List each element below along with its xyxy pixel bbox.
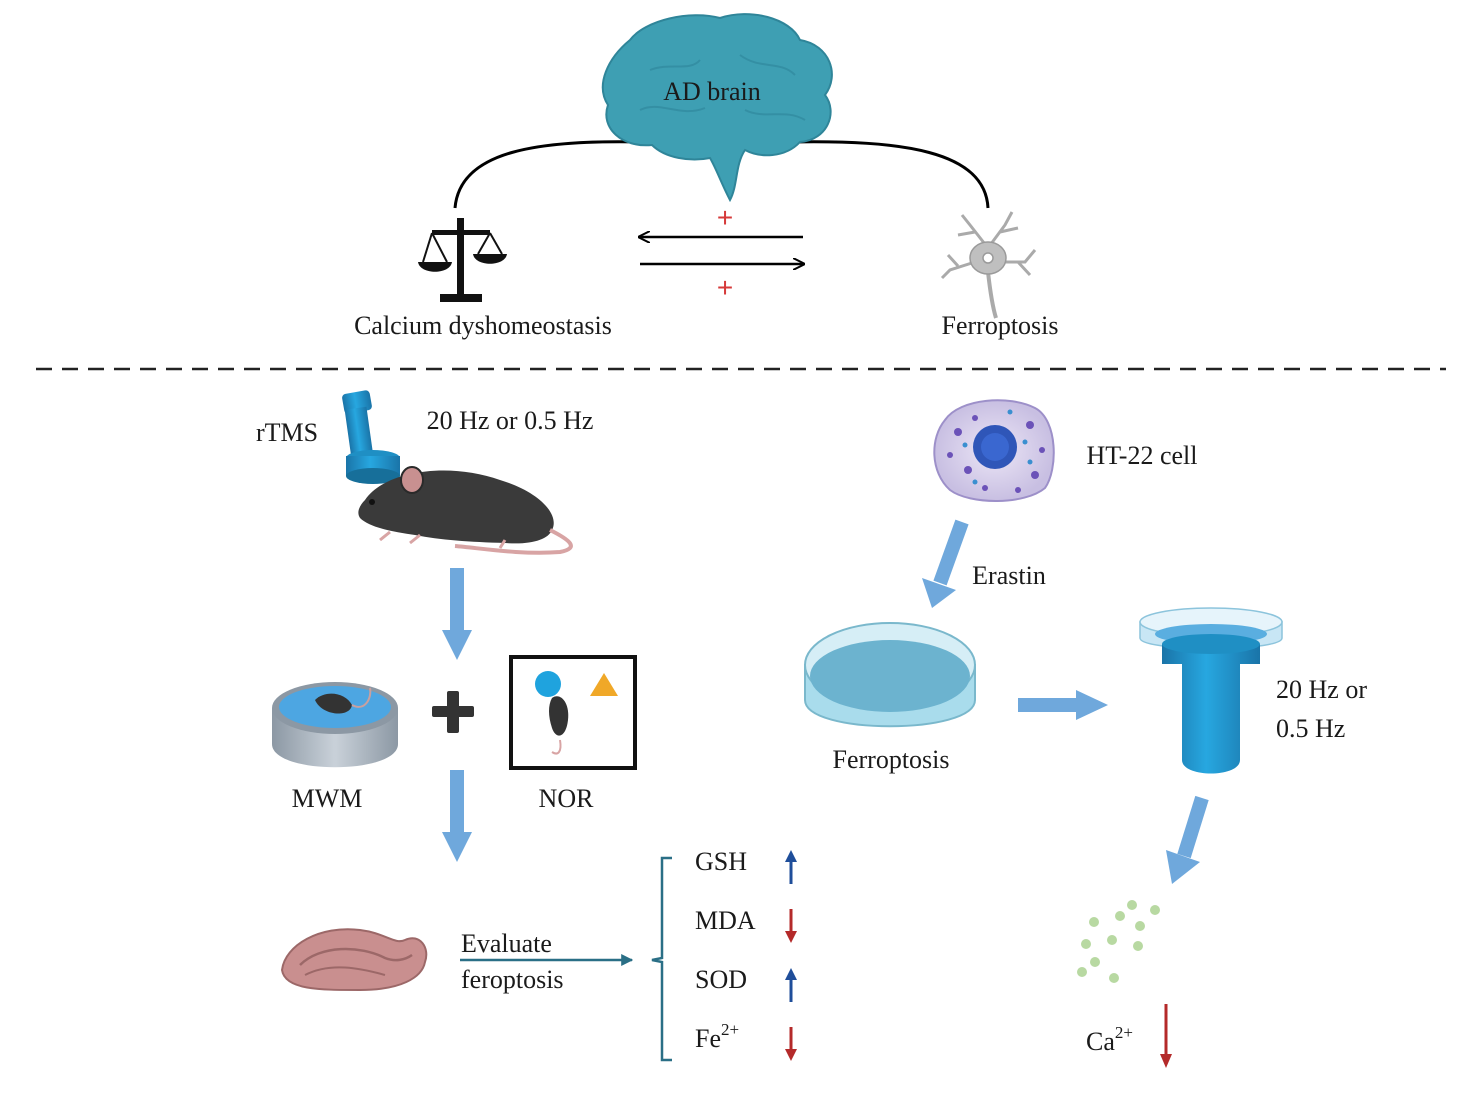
mwm-label: MWM xyxy=(292,784,363,813)
top-arc xyxy=(453,140,990,209)
petri-dish-icon xyxy=(804,622,976,728)
mouse-icon xyxy=(358,466,573,555)
flow-arrow-diagonal-2 xyxy=(1166,795,1209,884)
marker-label: MDA xyxy=(695,906,756,935)
calcium-superscript: 2+ xyxy=(1115,1023,1133,1042)
neuron-icon xyxy=(940,211,1037,319)
calcium-label: Ca2+ xyxy=(1086,1023,1133,1056)
flow-arrow-diagonal-1 xyxy=(922,519,969,608)
marker-label-base: Fe xyxy=(695,1024,721,1053)
marker-row-fe: Fe2+ xyxy=(695,1020,797,1061)
rtms-label: rTMS xyxy=(256,418,318,447)
marker-label-superscript: 2+ xyxy=(721,1020,739,1039)
evaluate-label-line2: feroptosis xyxy=(461,965,564,994)
nor-label: NOR xyxy=(539,784,595,813)
marker-label-base: SOD xyxy=(695,965,747,994)
plus-sign-icon xyxy=(432,691,474,733)
evaluate-label-line1: Evaluate xyxy=(461,929,552,958)
water-maze-icon xyxy=(272,682,398,768)
calcium-ions-icon xyxy=(1077,900,1160,983)
flow-arrow-right xyxy=(1018,690,1108,720)
frequency-label-left: 20 Hz or 0.5 Hz xyxy=(427,406,594,435)
marker-label-base: MDA xyxy=(695,906,756,935)
bidirectional-arrows xyxy=(640,237,803,264)
plus-bottom: + xyxy=(717,272,733,303)
hippocampus-slice-icon xyxy=(280,928,428,992)
marker-label-base: GSH xyxy=(695,847,747,876)
down-arrow-icon xyxy=(785,1027,797,1061)
marker-label: GSH xyxy=(695,847,747,876)
frequency-label-right-line1: 20 Hz or xyxy=(1276,675,1367,704)
ferroptosis-dish-label: Ferroptosis xyxy=(833,745,950,774)
marker-list: GSH MDA SOD Fe2+ xyxy=(695,847,797,1061)
flow-arrow-down-2 xyxy=(442,770,472,862)
flow-arrow-down-1 xyxy=(442,568,472,660)
down-arrow-icon xyxy=(785,909,797,943)
marker-row-mda: MDA xyxy=(695,906,797,943)
up-arrow-icon xyxy=(785,968,797,1002)
stimulation-coil-icon xyxy=(1139,607,1283,774)
plus-top: + xyxy=(717,202,733,233)
marker-bracket xyxy=(651,856,672,1062)
ferroptosis-top-label: Ferroptosis xyxy=(942,311,1059,340)
calcium-down-arrow xyxy=(1160,1004,1172,1068)
balance-scale-icon xyxy=(418,218,507,302)
marker-label: SOD xyxy=(695,965,747,994)
erastin-label: Erastin xyxy=(972,561,1046,590)
marker-row-gsh: GSH xyxy=(695,847,797,884)
calcium-base: Ca xyxy=(1086,1027,1115,1056)
marker-label: Fe2+ xyxy=(695,1020,739,1053)
ht22-cell-label: HT-22 cell xyxy=(1087,441,1198,470)
marker-row-sod: SOD xyxy=(695,965,797,1002)
up-arrow-icon xyxy=(785,850,797,884)
brain-icon xyxy=(601,13,833,203)
calcium-dyshomeostasis-label: Calcium dyshomeostasis xyxy=(354,311,612,340)
ht22-cell-icon xyxy=(933,399,1055,502)
brain-label: AD brain xyxy=(663,77,760,106)
frequency-label-right-line2: 0.5 Hz xyxy=(1276,714,1345,743)
tms-coil-icon xyxy=(342,390,400,484)
nor-arena-icon xyxy=(509,655,637,770)
